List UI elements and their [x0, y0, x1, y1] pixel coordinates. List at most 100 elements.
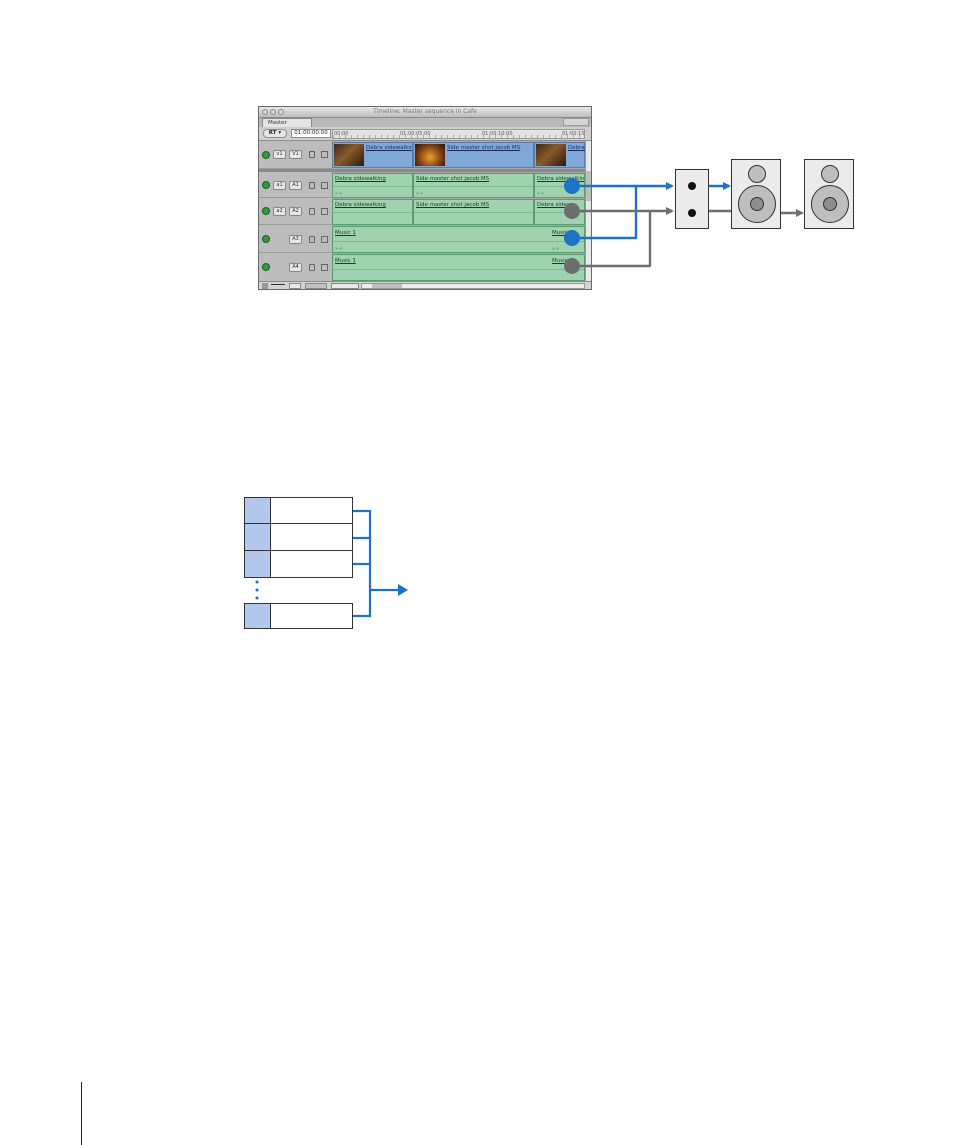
source-patch-v1[interactable]: v1	[273, 150, 286, 159]
clip-name: Side master shot jacob MS	[416, 176, 490, 182]
lock-icon[interactable]	[309, 264, 315, 271]
output-channel-2-dot	[564, 203, 580, 219]
track-header-v1: v1 V1	[259, 141, 332, 169]
output-jack-1	[688, 182, 696, 190]
tweeter	[821, 165, 839, 183]
title-bar: Timeline: Master sequence in Cafe	[259, 107, 591, 118]
video-clip[interactable]: Side master shot jacob MS	[413, 142, 534, 168]
timeline-header: RT ▾ 01:00:00:00 00:00 01:00:05:00 01:00…	[259, 127, 591, 141]
lock-icon[interactable]	[309, 208, 315, 215]
tweeter	[748, 165, 766, 183]
level-line[interactable]	[414, 212, 533, 213]
output-channel-1-dot	[564, 230, 580, 246]
stereo-link-marks: »«	[416, 191, 425, 197]
woofer	[811, 185, 849, 223]
woofer	[738, 185, 776, 223]
level-line[interactable]	[414, 186, 533, 187]
track-area[interactable]: Debra sidewalking Side master shot jacob…	[332, 141, 585, 281]
speaker-icon[interactable]	[262, 181, 270, 189]
level-line[interactable]	[333, 269, 584, 270]
ruler-label: 01:00:15	[562, 131, 585, 137]
lock-icon[interactable]	[309, 182, 315, 189]
speaker-icon[interactable]	[262, 207, 270, 215]
link-icon[interactable]	[321, 236, 328, 243]
clip-name: Debra sidewa	[537, 202, 575, 208]
stereo-link-marks: »«	[552, 246, 561, 252]
audio-clip[interactable]: Side master shot jacob MS	[413, 199, 534, 225]
ruler-label: 01:00:10:00	[482, 131, 513, 137]
speaker-icon	[804, 159, 854, 229]
track-sum-diagram	[255, 509, 408, 618]
video-clip[interactable]: Debra sidewalking	[332, 142, 413, 168]
rt-menu-button[interactable]: RT ▾	[263, 129, 287, 138]
output-jack-2	[688, 209, 696, 217]
zoom-slider[interactable]	[305, 283, 327, 289]
dest-patch-a2[interactable]: A2	[289, 207, 302, 216]
speaker-icon[interactable]	[262, 263, 270, 271]
woofer-center	[823, 197, 837, 211]
page-margin-rule	[81, 1082, 82, 1145]
clip-name: Music 1	[552, 230, 573, 236]
track-height-icon[interactable]	[271, 284, 285, 289]
source-patch-a2[interactable]: a2	[273, 207, 286, 216]
clip-name: Debra sidewalking	[335, 176, 386, 182]
stereo-link-marks: »«	[537, 191, 546, 197]
source-patch-a1[interactable]: a1	[273, 181, 286, 190]
clip-name: Debra si	[568, 145, 585, 151]
clip-thumbnail	[536, 144, 566, 166]
track-divider[interactable]	[259, 169, 332, 172]
track-divider[interactable]	[332, 169, 585, 172]
speaker-icon[interactable]	[262, 283, 268, 289]
clip-name: Side master shot jacob MS	[416, 202, 490, 208]
audio-clip[interactable]: Debra sidewalking	[332, 199, 413, 225]
level-line[interactable]	[535, 186, 584, 187]
ruler-label: 00:00	[334, 131, 349, 137]
clip-name: Music 1	[335, 258, 356, 264]
track-header-a4: A4	[259, 253, 332, 281]
clip-name: Music 1	[335, 230, 356, 236]
zoom-button[interactable]	[278, 109, 284, 115]
lock-icon[interactable]	[309, 236, 315, 243]
close-button[interactable]	[262, 109, 268, 115]
clip-overlays-icon[interactable]	[289, 283, 301, 289]
routing-diagram	[564, 178, 804, 274]
audio-clip[interactable]: Music 1 Music 1	[332, 254, 585, 281]
track-header-a3: A3	[259, 225, 332, 253]
level-line[interactable]	[333, 241, 584, 242]
link-icon[interactable]	[321, 208, 328, 215]
dest-patch-a3[interactable]: A3	[289, 235, 302, 244]
video-clip[interactable]: Debra si	[534, 142, 585, 168]
track-color-block	[244, 550, 271, 578]
dest-patch-a1[interactable]: A1	[289, 181, 302, 190]
dest-patch-a4[interactable]: A4	[289, 263, 302, 272]
level-line[interactable]	[333, 212, 412, 213]
stereo-link-marks: »«	[335, 246, 344, 252]
level-line[interactable]	[333, 186, 412, 187]
current-timecode-field[interactable]: 01:00:00:00	[291, 129, 331, 138]
track-block	[270, 497, 353, 524]
speaker-icon[interactable]	[262, 235, 270, 243]
audio-interface-box	[675, 169, 709, 229]
output-channel-1-dot	[564, 178, 580, 194]
minimize-button[interactable]	[270, 109, 276, 115]
link-icon[interactable]	[321, 151, 328, 158]
link-icon[interactable]	[321, 182, 328, 189]
clip-name: Music 1	[552, 258, 573, 264]
lock-icon[interactable]	[309, 151, 315, 158]
audio-clip[interactable]: Debra sidewalking »«	[332, 173, 413, 198]
time-ruler[interactable]: 00:00 01:00:05:00 01:00:10:00 01:00:15	[332, 129, 585, 139]
horizontal-scrollbar[interactable]	[361, 283, 585, 289]
track-block	[270, 603, 353, 629]
speaker-icon[interactable]	[262, 151, 270, 159]
tab-controls[interactable]	[563, 118, 589, 126]
scroll-thumb[interactable]	[372, 284, 402, 288]
ruler-label: 01:00:05:00	[400, 131, 431, 137]
output-channel-2-dot	[564, 258, 580, 274]
audio-clip[interactable]: Side master shot jacob MS »«	[413, 173, 534, 198]
dest-patch-v1[interactable]: V1	[289, 150, 302, 159]
zoom-control[interactable]	[331, 283, 359, 289]
audio-clip[interactable]: Music 1 Music 1 »« »«	[332, 226, 585, 253]
link-icon[interactable]	[321, 264, 328, 271]
level-line[interactable]	[535, 212, 584, 213]
ellipsis-dot	[255, 580, 259, 584]
